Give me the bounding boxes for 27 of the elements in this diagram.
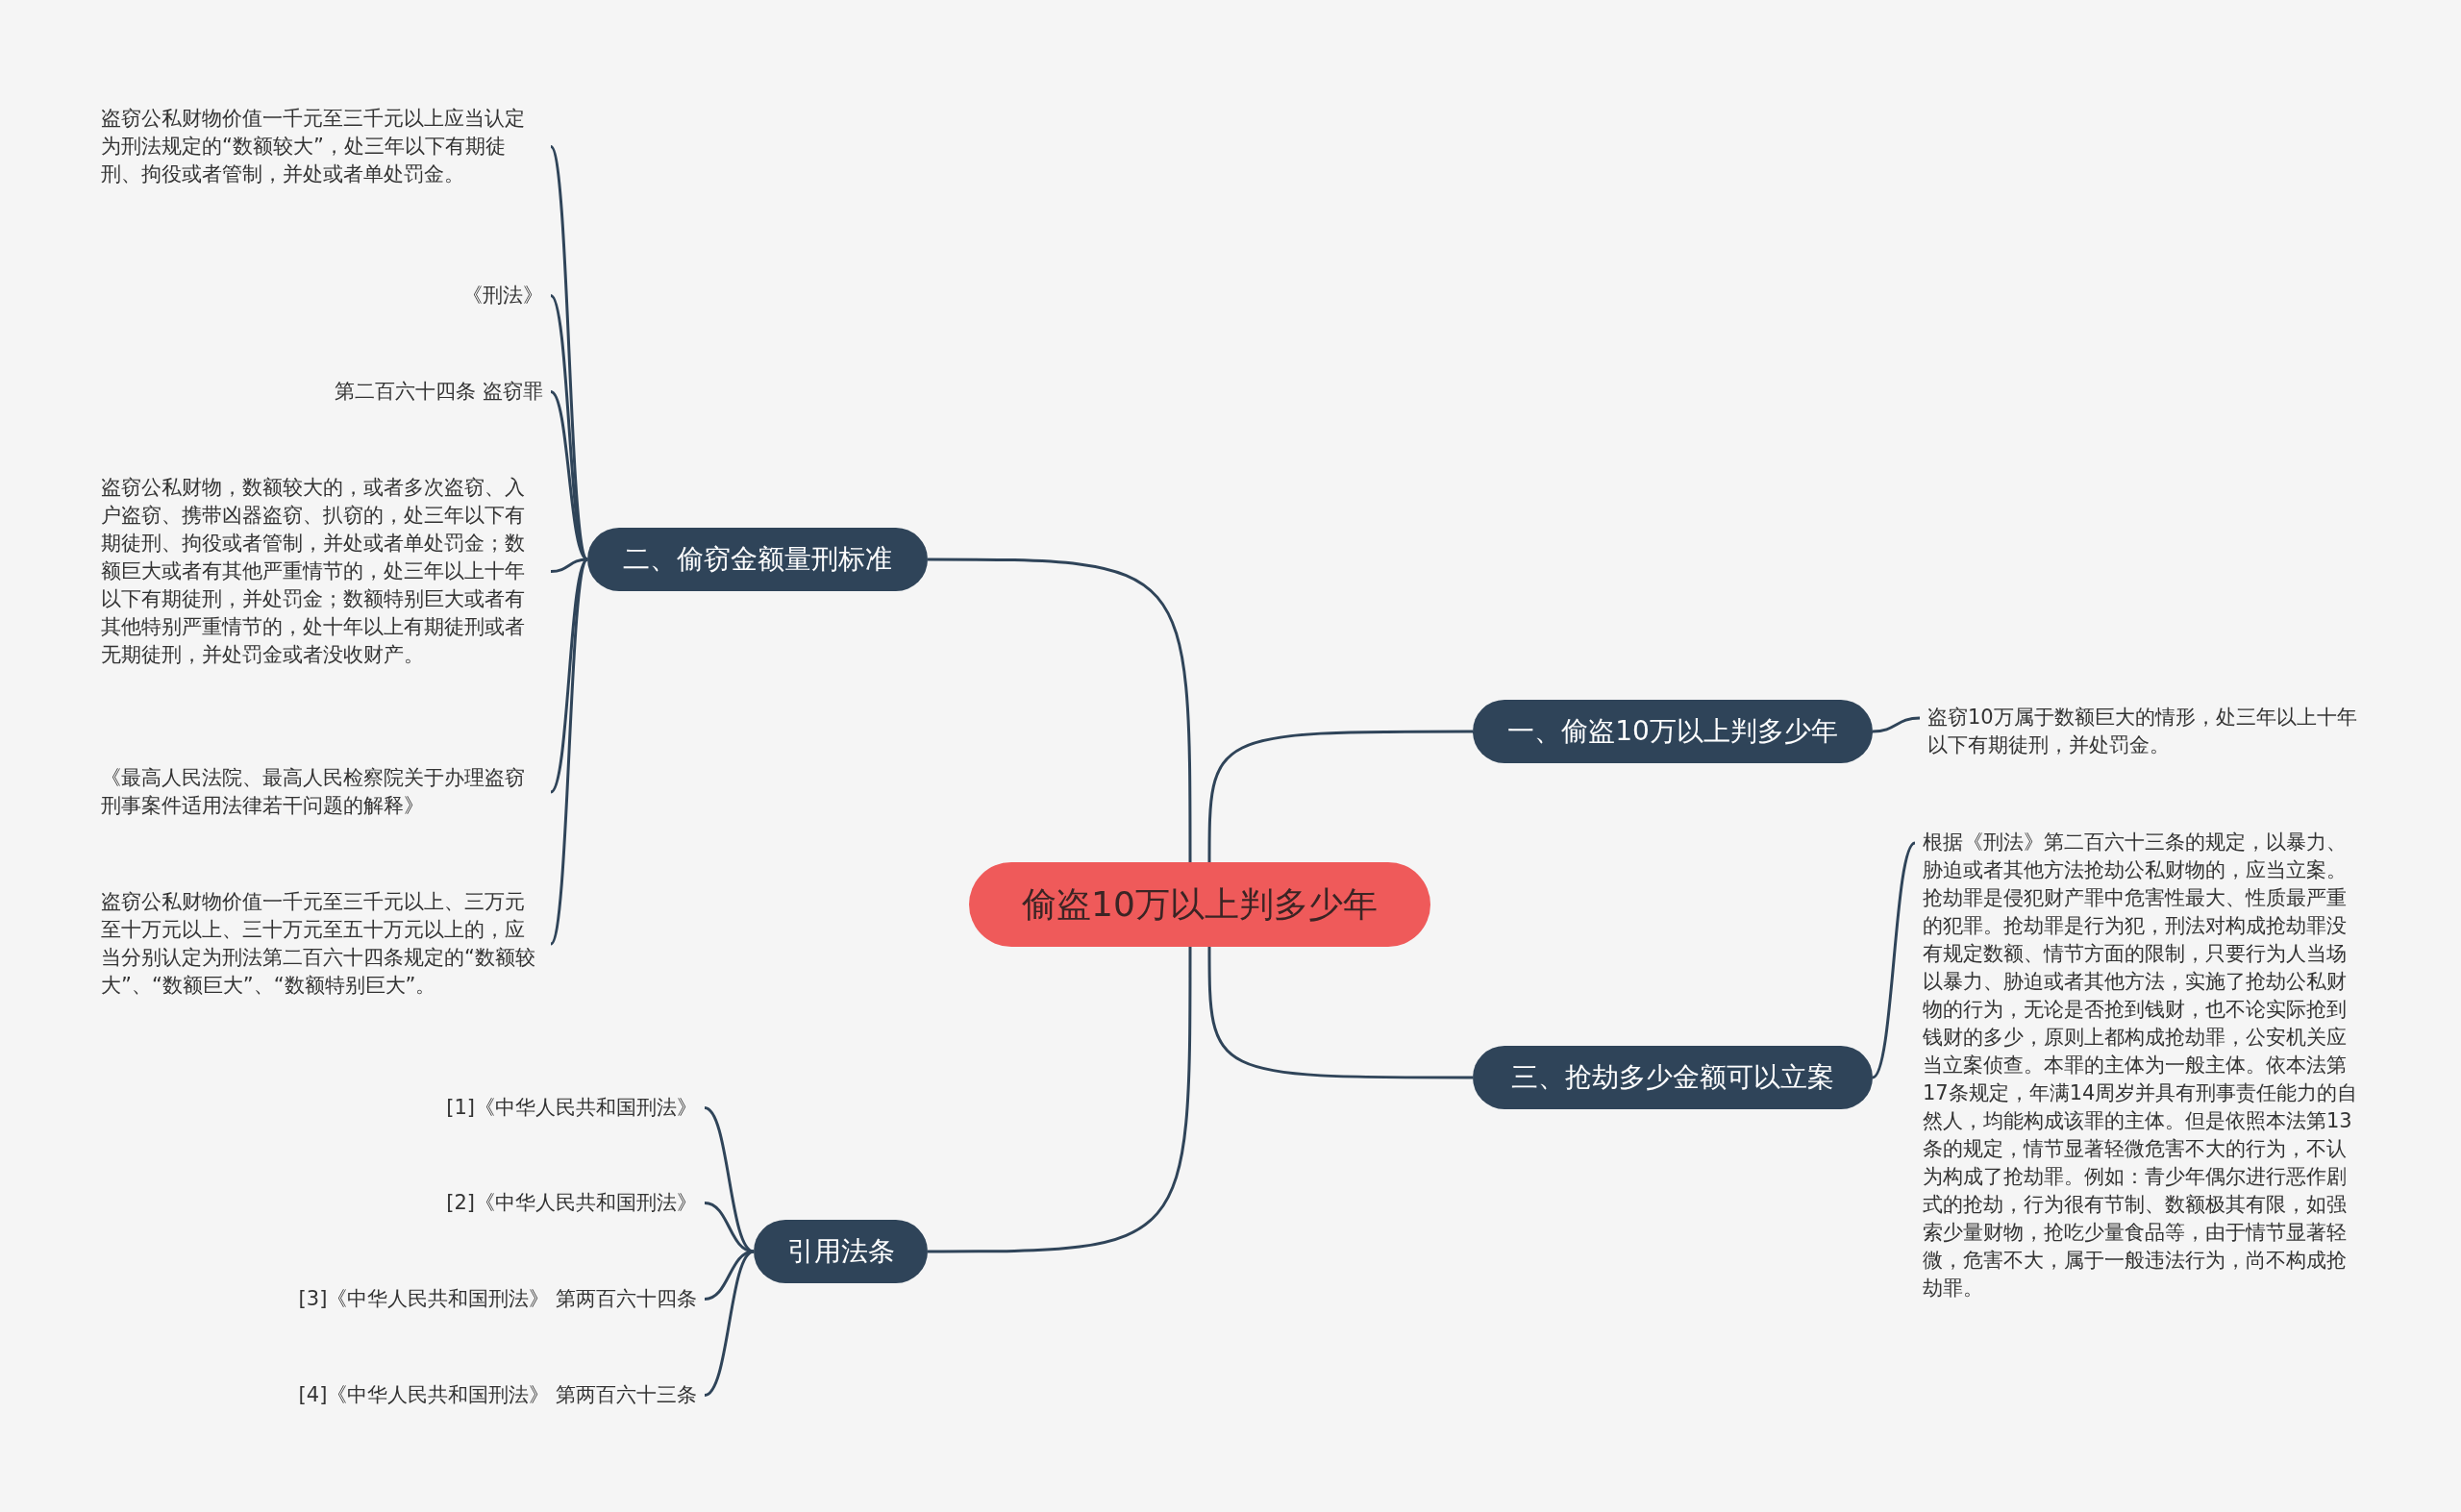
note-text: 第二百六十四条 盗窃罪 xyxy=(101,378,543,406)
central-topic: 偷盗10万以上判多少年 xyxy=(969,862,1430,947)
topic-box: 三、抢劫多少金额可以立案 xyxy=(1473,1046,1873,1109)
connector-line xyxy=(928,558,1192,862)
connector-line xyxy=(1871,841,1917,1079)
note-text: 根据《刑法》第二百六十三条的规定，以暴力、胁迫或者其他方法抢劫公私财物的，应当立案。抢劫罪是侵犯财产罪中危害性最大、性质最严重的犯罪。抢劫罪是行为犯，刑法对构成抢劫罪没有规定数额、情节方面的限制，只要行为人当场以暴力、胁迫或者其他方法，实施了抢劫公私财物的行为，无论是否抢到钱财，也不论实际抢到钱财的多少，原则上都构成抢劫罪，公安机关应当立案侦查。本罪的主体为一般主体。依本法第17条规定，年满14周岁并具有刑事责任能力的自然人，均能构成该罪的主体。但是依照本法第13条的规定，情节显著轻微危害不大的行为，不认为构成了抢劫罪。例如：青少年偶尔进行恶作剧式的抢劫，行为很有节制、数额极其有限，如强索少量财物，抢吃少量食品等，由于情节显著轻微，危害不大，属于一般违法行为，尚不构成抢劫罪。 xyxy=(1923,829,2360,1302)
connector-line xyxy=(549,558,589,945)
topic-box: 一、偷盗10万以上判多少年 xyxy=(1473,700,1873,763)
note-text: 盗窃10万属于数额巨大的情形，处三年以上十年以下有期徒刑，并处罚金。 xyxy=(1927,704,2360,759)
connector-line xyxy=(1207,730,1473,862)
connector-line xyxy=(928,947,1192,1253)
topic-box: 二、偷窃金额量刑标准 xyxy=(587,528,928,591)
note-text: 盗窃公私财物价值一千元至三千元以上应当认定为刑法规定的“数额较大”，处三年以下有期徒刑、拘役或者管制，并处或者单处罚金。 xyxy=(101,105,543,188)
note-text: 《刑法》 xyxy=(101,282,543,310)
note-text: 《最高人民法院、最高人民检察院关于办理盗窃刑事案件适用法律若干问题的解释》 xyxy=(101,764,543,820)
note-text: 盗窃公私财物价值一千元至三千元以上、三万元至十万元以上、三十万元至五十万元以上的，应当分别认定为刑法第二百六十四条规定的“数额较大”、“数额巨大”、“数额特别巨大”。 xyxy=(101,888,543,1000)
note-text: [4]《中华人民共和国刑法》 第两百六十三条 xyxy=(240,1381,697,1409)
note-text: [2]《中华人民共和国刑法》 xyxy=(240,1189,697,1217)
connector-line xyxy=(704,1202,755,1253)
note-text: [3]《中华人民共和国刑法》 第两百六十四条 xyxy=(240,1285,697,1313)
topic-box: 引用法条 xyxy=(754,1220,928,1283)
connector-line xyxy=(704,1250,755,1397)
connector-line xyxy=(1872,716,1921,733)
connector-line xyxy=(1207,947,1473,1079)
note-text: [1]《中华人民共和国刑法》 xyxy=(240,1094,697,1122)
note-text: 盗窃公私财物，数额较大的，或者多次盗窃、入户盗窃、携带凶器盗窃、扒窃的，处三年以下有期徒刑、拘役或者管制，并处或者单处罚金；数额巨大或者有其他严重情节的，处三年以上十年以下有期徒刑，并处罚金；数额特别巨大或者有其他特别严重情节的，处十年以上有期徒刑或者无期徒刑，并处罚金或者没收财产。 xyxy=(101,474,543,669)
connector-line xyxy=(549,294,589,560)
